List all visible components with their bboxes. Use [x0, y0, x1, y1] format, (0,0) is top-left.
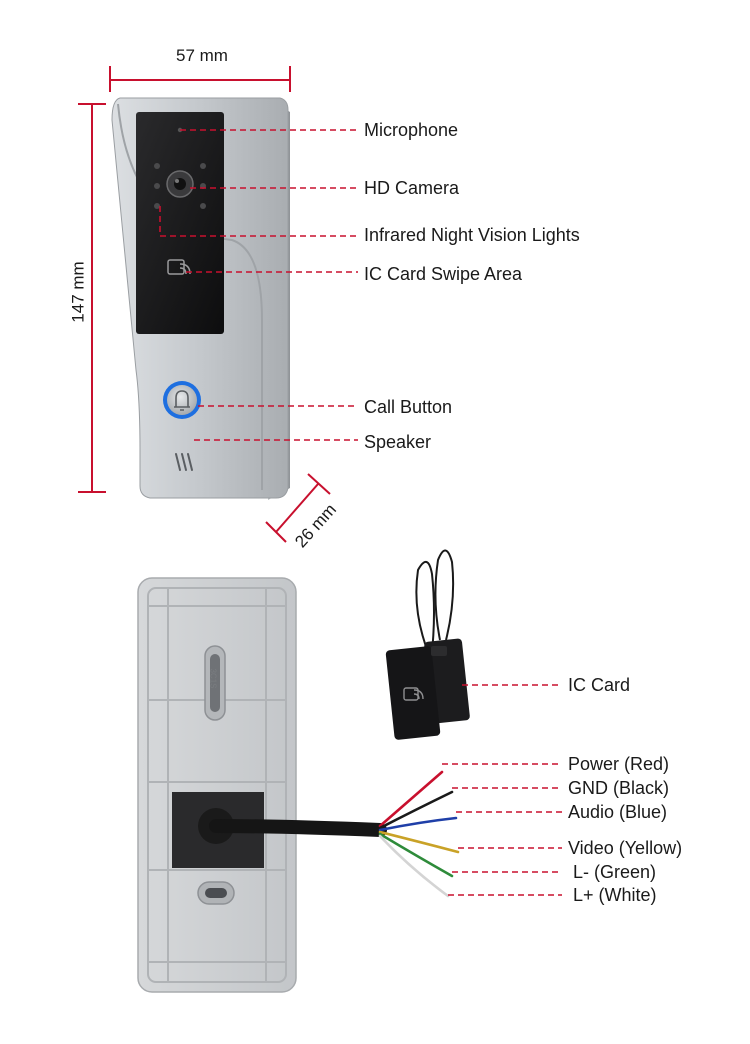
ic-cards	[385, 549, 470, 740]
wire-black	[378, 790, 454, 830]
bell-icon	[174, 390, 190, 411]
slot-engraving: 3C1S	[208, 668, 218, 689]
label-wire-audio: Audio (Blue)	[568, 802, 668, 822]
wire-green	[378, 832, 454, 878]
label-speaker: Speaker	[364, 432, 432, 452]
label-infrared: Infrared Night Vision Lights	[364, 225, 580, 245]
label-hd-camera: HD Camera	[364, 178, 460, 198]
back-leader-lines	[442, 684, 562, 896]
front-device	[111, 97, 290, 500]
label-wire-video: Video (Yellow)	[568, 838, 683, 858]
back-ribs	[147, 587, 287, 983]
screw-slot-inner	[205, 888, 227, 898]
card-front	[385, 646, 441, 740]
wire-red	[378, 770, 444, 828]
label-card-area: IC Card Swipe Area	[364, 264, 523, 284]
label-wire-l-minus: L- (Green)	[573, 862, 657, 882]
speaker-slots	[175, 453, 193, 471]
label-microphone: Microphone	[364, 120, 459, 140]
dimension-lines	[78, 66, 331, 543]
height-label: 147 mm	[68, 261, 88, 323]
wires	[378, 770, 460, 898]
label-wire-gnd: GND (Black)	[568, 778, 670, 798]
card-icon	[403, 687, 424, 701]
card-tag-clip	[431, 646, 447, 656]
label-call-button: Call Button	[364, 397, 453, 417]
card-lanyard-back	[434, 549, 455, 641]
width-label: 57 mm	[176, 46, 228, 65]
front-leader-lines	[159, 129, 358, 441]
wire-yellow	[378, 830, 460, 854]
lens-glint	[175, 179, 179, 183]
label-wire-power: Power (Red)	[568, 754, 670, 774]
wire-blue	[378, 816, 458, 832]
back-device	[137, 577, 297, 993]
label-wire-l-plus: L+ (White)	[573, 885, 657, 905]
back-housing	[137, 577, 297, 993]
label-ic-card: IC Card	[568, 675, 631, 695]
card-lanyard-front	[415, 561, 435, 653]
mounting-slot-inner	[210, 654, 220, 712]
cable	[209, 819, 387, 837]
black-panel	[136, 112, 224, 334]
wire-white	[378, 834, 450, 898]
